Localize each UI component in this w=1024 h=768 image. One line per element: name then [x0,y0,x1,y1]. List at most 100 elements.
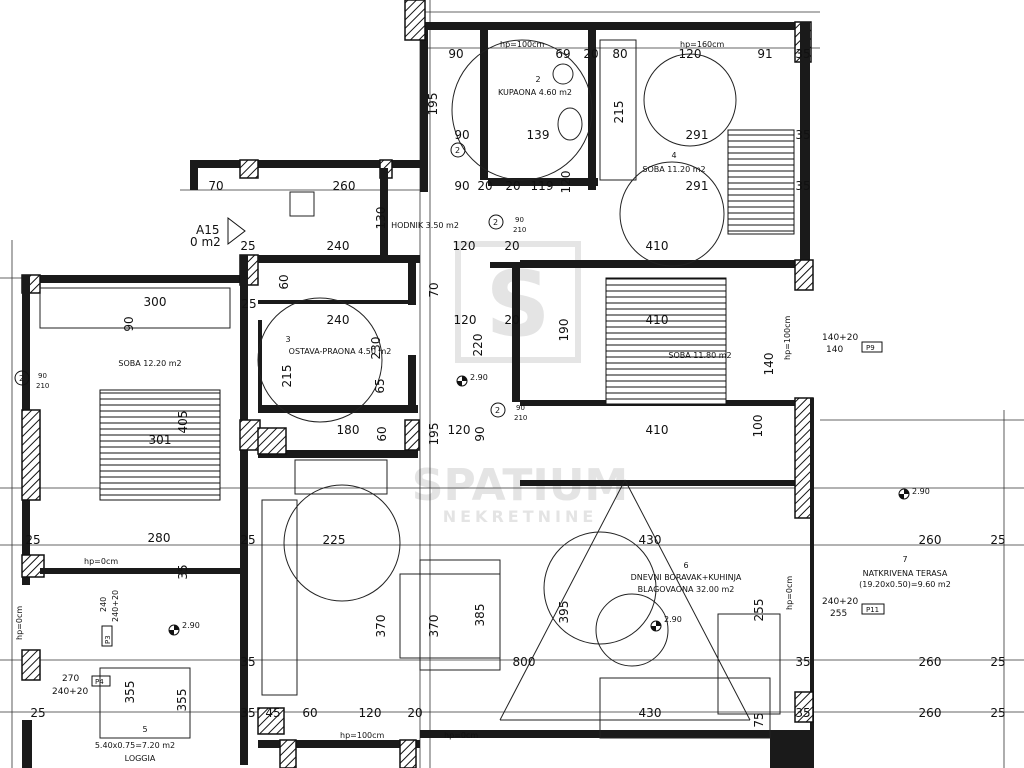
dimension-value: 35 [795,128,810,142]
dimension-value: 80 [612,47,627,61]
p3-dim: 240+20 [111,590,120,622]
dimension-value: 225 [323,533,346,547]
p4-tag: P4 [95,678,104,686]
dimension-value: 20 [583,47,598,61]
dimension-value: 300 [144,295,167,309]
dimension-value: 60 [277,274,291,289]
room-label-loggia-2: 5.40x0.75=7.20 m2 [95,741,175,750]
p9-tag: P9 [866,344,875,352]
sill-height-labels: hp=100cm hp=160cm hp=0cm hp=100cm hp=0cm… [15,40,794,740]
dimension-value: 35 [795,706,810,720]
dimension-value: 215 [612,101,626,124]
level-markers: 2.90 2.90 2.90 2.90 [168,373,930,636]
dimension-value: 120 [454,313,477,327]
room-num-ostava: 3 [285,335,290,344]
room-num-dnevni: 6 [683,561,688,570]
level-4: 2.90 [664,615,682,624]
dimension-value: 35 [240,655,255,669]
dimension-value: 260 [919,533,942,547]
dimension-value: 35 [795,655,810,669]
dimension-value: 25 [990,655,1005,669]
room-label-loggia: LOGGIA [125,754,156,763]
svg-text:90: 90 [515,216,524,224]
dimension-value: 395 [557,601,571,624]
dimension-value: 260 [919,706,942,720]
door-tags: 2 2 90 210 2 90 210 2 90 210 [14,142,527,422]
dimension-value: 35 [176,564,190,579]
p9-dim2: 140 [826,345,843,355]
dimension-value: 75 [752,712,766,727]
level-2: 2.90 [912,487,930,496]
dimension-value: 230 [369,337,383,360]
dimension-value: 70 [427,282,441,297]
dimension-value: 90 [473,426,487,441]
dimension-value: 119 [531,179,554,193]
dimension-value: 25 [241,297,256,311]
dimension-value: 139 [527,128,550,142]
p9-dim: 140+20 [822,333,858,343]
dimension-value: 301 [149,433,172,447]
dimension-value: 240 [327,313,350,327]
dimension-value: 60 [302,706,317,720]
dimension-value: 240 [327,239,350,253]
dimension-value: 120 [679,47,702,61]
dimension-value: 370 [427,615,441,638]
dimension-value: 370 [374,615,388,638]
opening-tags: 140+20 140 P9 240+20 255 P11 P3 240 240+… [52,333,885,697]
dimension-value: 25 [25,533,40,547]
a15-label: A15 [196,223,219,237]
p11-dim: 240+20 [822,597,858,607]
svg-text:90: 90 [516,404,525,412]
turning-circles [257,39,737,667]
bed-left [99,389,221,501]
dimension-value: 291 [686,179,709,193]
p3-tag: P3 [104,635,112,644]
room-label-dnevni: DNEVNI BORAVAK+KUHINJA [631,573,742,582]
svg-text:2: 2 [493,218,498,227]
p11-tag: P11 [866,606,879,614]
svg-text:2: 2 [19,374,24,383]
dimension-value: 280 [148,531,171,545]
dimension-value: 25 [240,533,255,547]
dimension-value: 291 [686,128,709,142]
dimension-value: 25 [990,533,1005,547]
room-label-soba-mid: SOBA 11.80 m2 [668,351,731,360]
p11-dim2: 255 [830,609,847,619]
room-num-loggia: 5 [142,725,147,734]
room-label-soba-left: SOBA 12.20 m2 [118,359,181,368]
dimension-value: 355 [175,689,189,712]
dimension-value: 260 [333,179,356,193]
dimension-value: 35 [240,706,255,720]
dimension-value: 430 [639,533,662,547]
hp-right: hp=100cm [783,315,792,360]
dimension-value: 430 [639,706,662,720]
dimension-value: 20 [477,179,492,193]
dimension-value: 800 [513,655,536,669]
room-labels: 2 KUPAONA 4.60 m2 4 SOBA 11.20 m2 HODNIK… [95,75,951,763]
dimension-value: 385 [473,604,487,627]
room-label-terasa-2: (19.20x0.50)=9.60 m2 [859,580,951,589]
dimension-value: 120 [448,423,471,437]
dimension-value: 25 [990,706,1005,720]
dimension-value: 195 [426,93,440,116]
hp-bottom-1: hp=100cm [340,731,385,740]
dimension-value: 195 [427,423,441,446]
a15-area: 0 m2 [190,235,221,249]
room-label-hodnik: HODNIK 3.50 m2 [391,221,459,230]
dimension-value: 90 [454,128,469,142]
dimension-value: 90 [448,47,463,61]
hp-bottom-2: hp=0cm [444,731,478,740]
dimension-value: 260 [919,655,942,669]
dimension-value: 91 [757,47,772,61]
room-num-terasa: 7 [902,555,907,564]
dimension-value: 215 [280,365,294,388]
svg-text:210: 210 [513,226,526,234]
level-3: 2.90 [182,621,200,630]
dimension-value: 20 [504,313,519,327]
bed-mid [605,277,727,405]
dimension-value: 20 [504,239,519,253]
dimension-value: 20 [505,179,520,193]
direction-triangle [227,216,246,246]
